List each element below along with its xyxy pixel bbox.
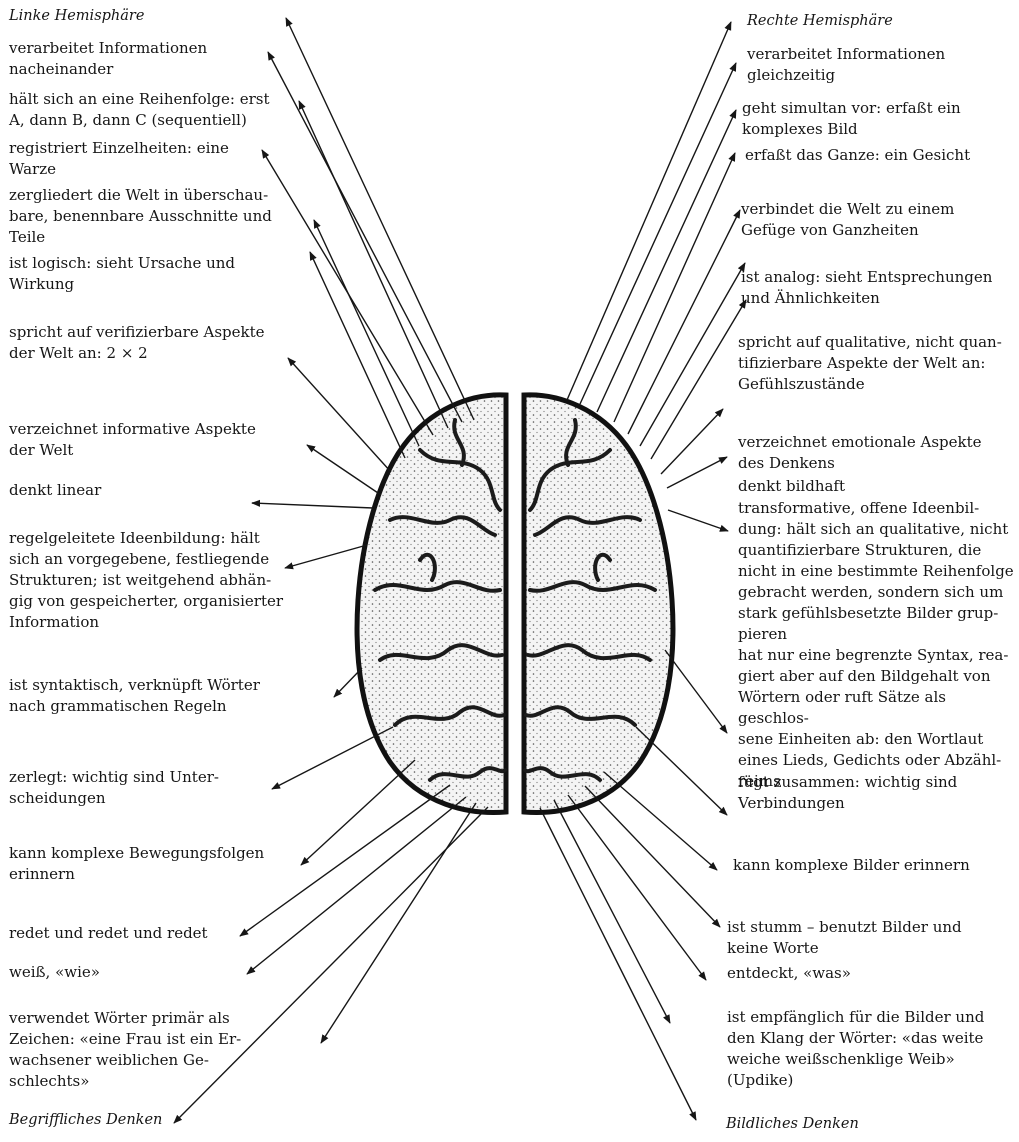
arrow-right-12 bbox=[604, 772, 717, 870]
right-label-15: ist empfänglich für die Bilder und den K… bbox=[727, 1007, 984, 1091]
arrow-right-4 bbox=[628, 210, 740, 434]
arrow-right-footer bbox=[540, 808, 696, 1120]
arrow-left-2 bbox=[299, 101, 448, 428]
right-hemisphere-heading: Rechte Hemisphäre bbox=[747, 11, 893, 32]
left-label-13: redet und redet und redet bbox=[9, 923, 208, 944]
right-label-3: erfaßt das Ganze: ein Gesicht bbox=[745, 145, 970, 166]
left-footer-label: Begriffliches Denken bbox=[9, 1110, 162, 1131]
arrow-left-10 bbox=[334, 668, 362, 697]
arrow-left-4 bbox=[314, 220, 419, 446]
arrow-right-8 bbox=[667, 457, 727, 488]
right-label-13: ist stumm – benutzt Bilder und keine Wor… bbox=[727, 917, 962, 959]
arrow-right-11 bbox=[636, 727, 727, 815]
arrow-left-5 bbox=[310, 252, 405, 458]
left-label-11: zerlegt: wichtig sind Unter- scheidungen bbox=[9, 767, 219, 809]
arrow-left-7 bbox=[307, 445, 381, 495]
right-label-8: denkt bildhaft bbox=[738, 476, 845, 497]
arrow-right-14 bbox=[568, 795, 706, 980]
left-hemisphere-heading: Linke Hemisphäre bbox=[9, 6, 144, 27]
left-label-8: denkt linear bbox=[9, 480, 101, 501]
arrow-right-15 bbox=[554, 800, 670, 1023]
right-label-4: verbindet die Welt zu einem Gefüge von G… bbox=[741, 199, 954, 241]
left-label-1: verarbeitet Informationen nacheinander bbox=[9, 38, 207, 80]
left-label-4: zergliedert die Welt in überschau- bare,… bbox=[9, 185, 272, 248]
arrow-left-1 bbox=[268, 52, 462, 422]
left-label-14: weiß, «wie» bbox=[9, 962, 100, 983]
arrow-right-5 bbox=[640, 263, 745, 446]
left-label-3: registriert Einzelheiten: eine Warze bbox=[9, 138, 229, 180]
right-label-10: hat nur eine begrenzte Syntax, rea- gier… bbox=[738, 645, 1019, 792]
left-label-15: verwendet Wörter primär als Zeichen: «ei… bbox=[9, 1008, 241, 1092]
arrow-left-8 bbox=[252, 503, 373, 508]
left-label-12: kann komplexe Bewegungsfolgen erinnern bbox=[9, 843, 264, 885]
right-label-1: verarbeitet Informationen gleichzeitig bbox=[747, 44, 945, 86]
arrow-left-12 bbox=[301, 760, 415, 865]
right-label-2: geht simultan vor: erfaßt ein komplexes … bbox=[742, 98, 961, 140]
arrow-right-3 bbox=[614, 153, 735, 422]
arrow-left-15 bbox=[321, 803, 476, 1043]
left-label-9: regelgeleitete Ideenbildung: hält sich a… bbox=[9, 528, 283, 633]
right-label-9: transformative, offene Ideenbil- dung: h… bbox=[738, 498, 1014, 645]
right-label-6: spricht auf qualitative, nicht quan- tif… bbox=[738, 332, 1002, 395]
left-label-6: spricht auf verifizierbare Aspekte der W… bbox=[9, 322, 264, 364]
arrow-left-heading bbox=[286, 18, 474, 420]
arrow-left-13 bbox=[240, 785, 450, 936]
left-label-10: ist syntaktisch, verknüpft Wörter nach g… bbox=[9, 675, 260, 717]
left-label-5: ist logisch: sieht Ursache und Wirkung bbox=[9, 253, 235, 295]
right-label-12: kann komplexe Bilder erinnern bbox=[733, 855, 970, 876]
arrow-left-9 bbox=[285, 545, 367, 568]
arrow-right-1 bbox=[580, 63, 736, 404]
arrow-left-14 bbox=[247, 797, 466, 974]
arrow-right-13 bbox=[585, 786, 720, 927]
arrow-right-9 bbox=[668, 510, 728, 531]
arrow-left-6 bbox=[288, 358, 391, 472]
left-label-2: hält sich an eine Reihenfolge: erst A, d… bbox=[9, 89, 270, 131]
right-label-14: entdeckt, «was» bbox=[727, 963, 851, 984]
arrow-right-10 bbox=[665, 650, 727, 733]
right-label-5: ist analog: sieht Entsprechungen und Ähn… bbox=[741, 267, 992, 309]
right-label-11: fügt zusammen: wichtig sind Verbindungen bbox=[738, 772, 957, 814]
left-label-7: verzeichnet informative Aspekte der Welt bbox=[9, 419, 256, 461]
right-label-7: verzeichnet emotionale Aspekte des Denke… bbox=[738, 432, 982, 474]
arrow-left-11 bbox=[272, 727, 393, 789]
right-footer-label: Bildliches Denken bbox=[726, 1114, 859, 1135]
